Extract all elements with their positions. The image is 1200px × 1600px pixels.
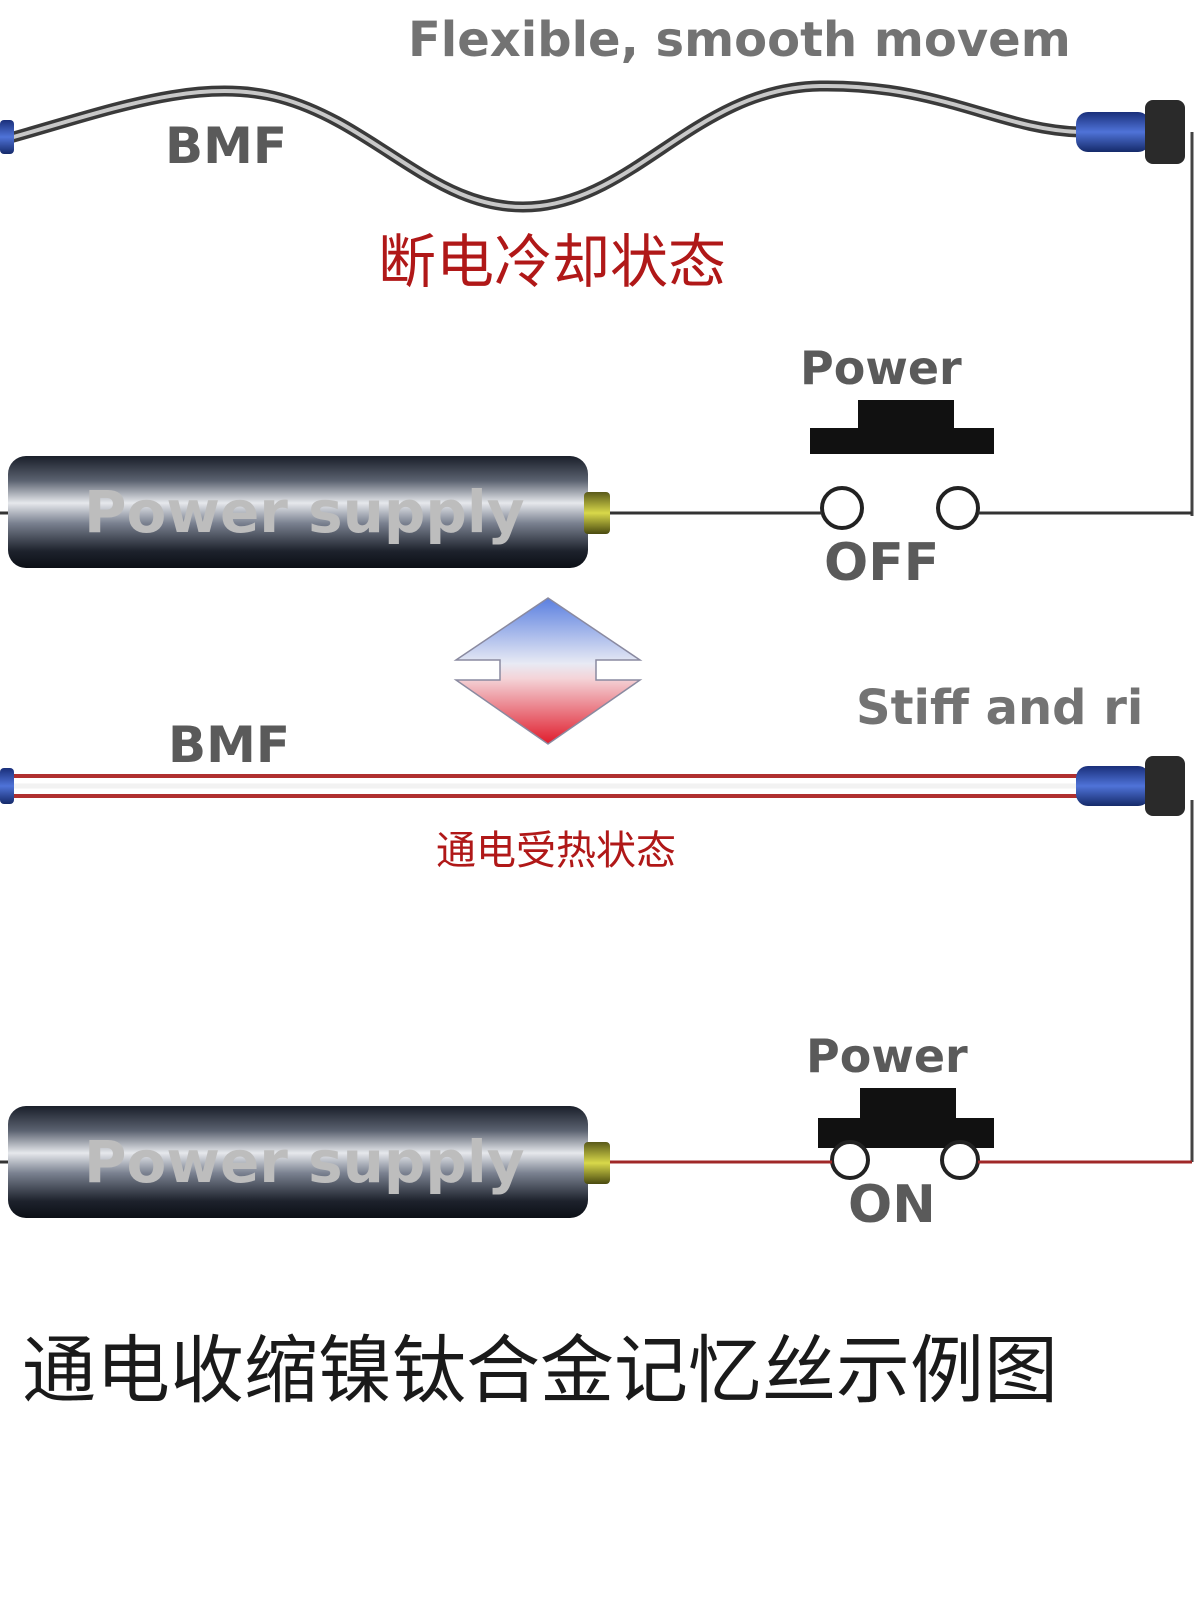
bottom-motion-label: Stiff and ri xyxy=(856,680,1143,736)
top-power-switch xyxy=(810,400,994,530)
bottom-bmf-wire xyxy=(10,774,1082,798)
bottom-battery xyxy=(8,1106,610,1218)
top-right-connector xyxy=(1076,112,1150,152)
top-bmf-label: BMF xyxy=(165,117,287,175)
top-battery-label: Power supply xyxy=(84,478,525,546)
bottom-right-connector xyxy=(1076,766,1150,806)
top-switch-state: OFF xyxy=(824,533,939,593)
caption: 通电收缩镍钛合金记忆丝示例图 xyxy=(22,1328,1058,1414)
top-state-group: Flexible, smooth movem BMF 断电冷却状态 Power … xyxy=(0,12,1194,593)
top-switch-title: Power xyxy=(800,341,962,395)
bottom-state-label: 通电受热状态 xyxy=(436,828,676,874)
bottom-bmf-label: BMF xyxy=(168,716,290,774)
bottom-power-switch xyxy=(818,1088,994,1180)
bottom-state-group: Stiff and ri BMF 通电受热状态 Power ON xyxy=(0,680,1194,1235)
top-motion-label: Flexible, smooth movem xyxy=(408,12,1071,68)
bottom-switch-state: ON xyxy=(848,1175,936,1235)
bottom-battery-label: Power supply xyxy=(84,1128,525,1196)
top-state-label: 断电冷却状态 xyxy=(378,228,726,296)
top-left-connector xyxy=(0,120,14,154)
bottom-left-connector xyxy=(0,768,14,804)
double-arrow-icon xyxy=(453,597,643,745)
top-battery xyxy=(8,456,610,568)
bottom-switch-title: Power xyxy=(806,1029,968,1083)
